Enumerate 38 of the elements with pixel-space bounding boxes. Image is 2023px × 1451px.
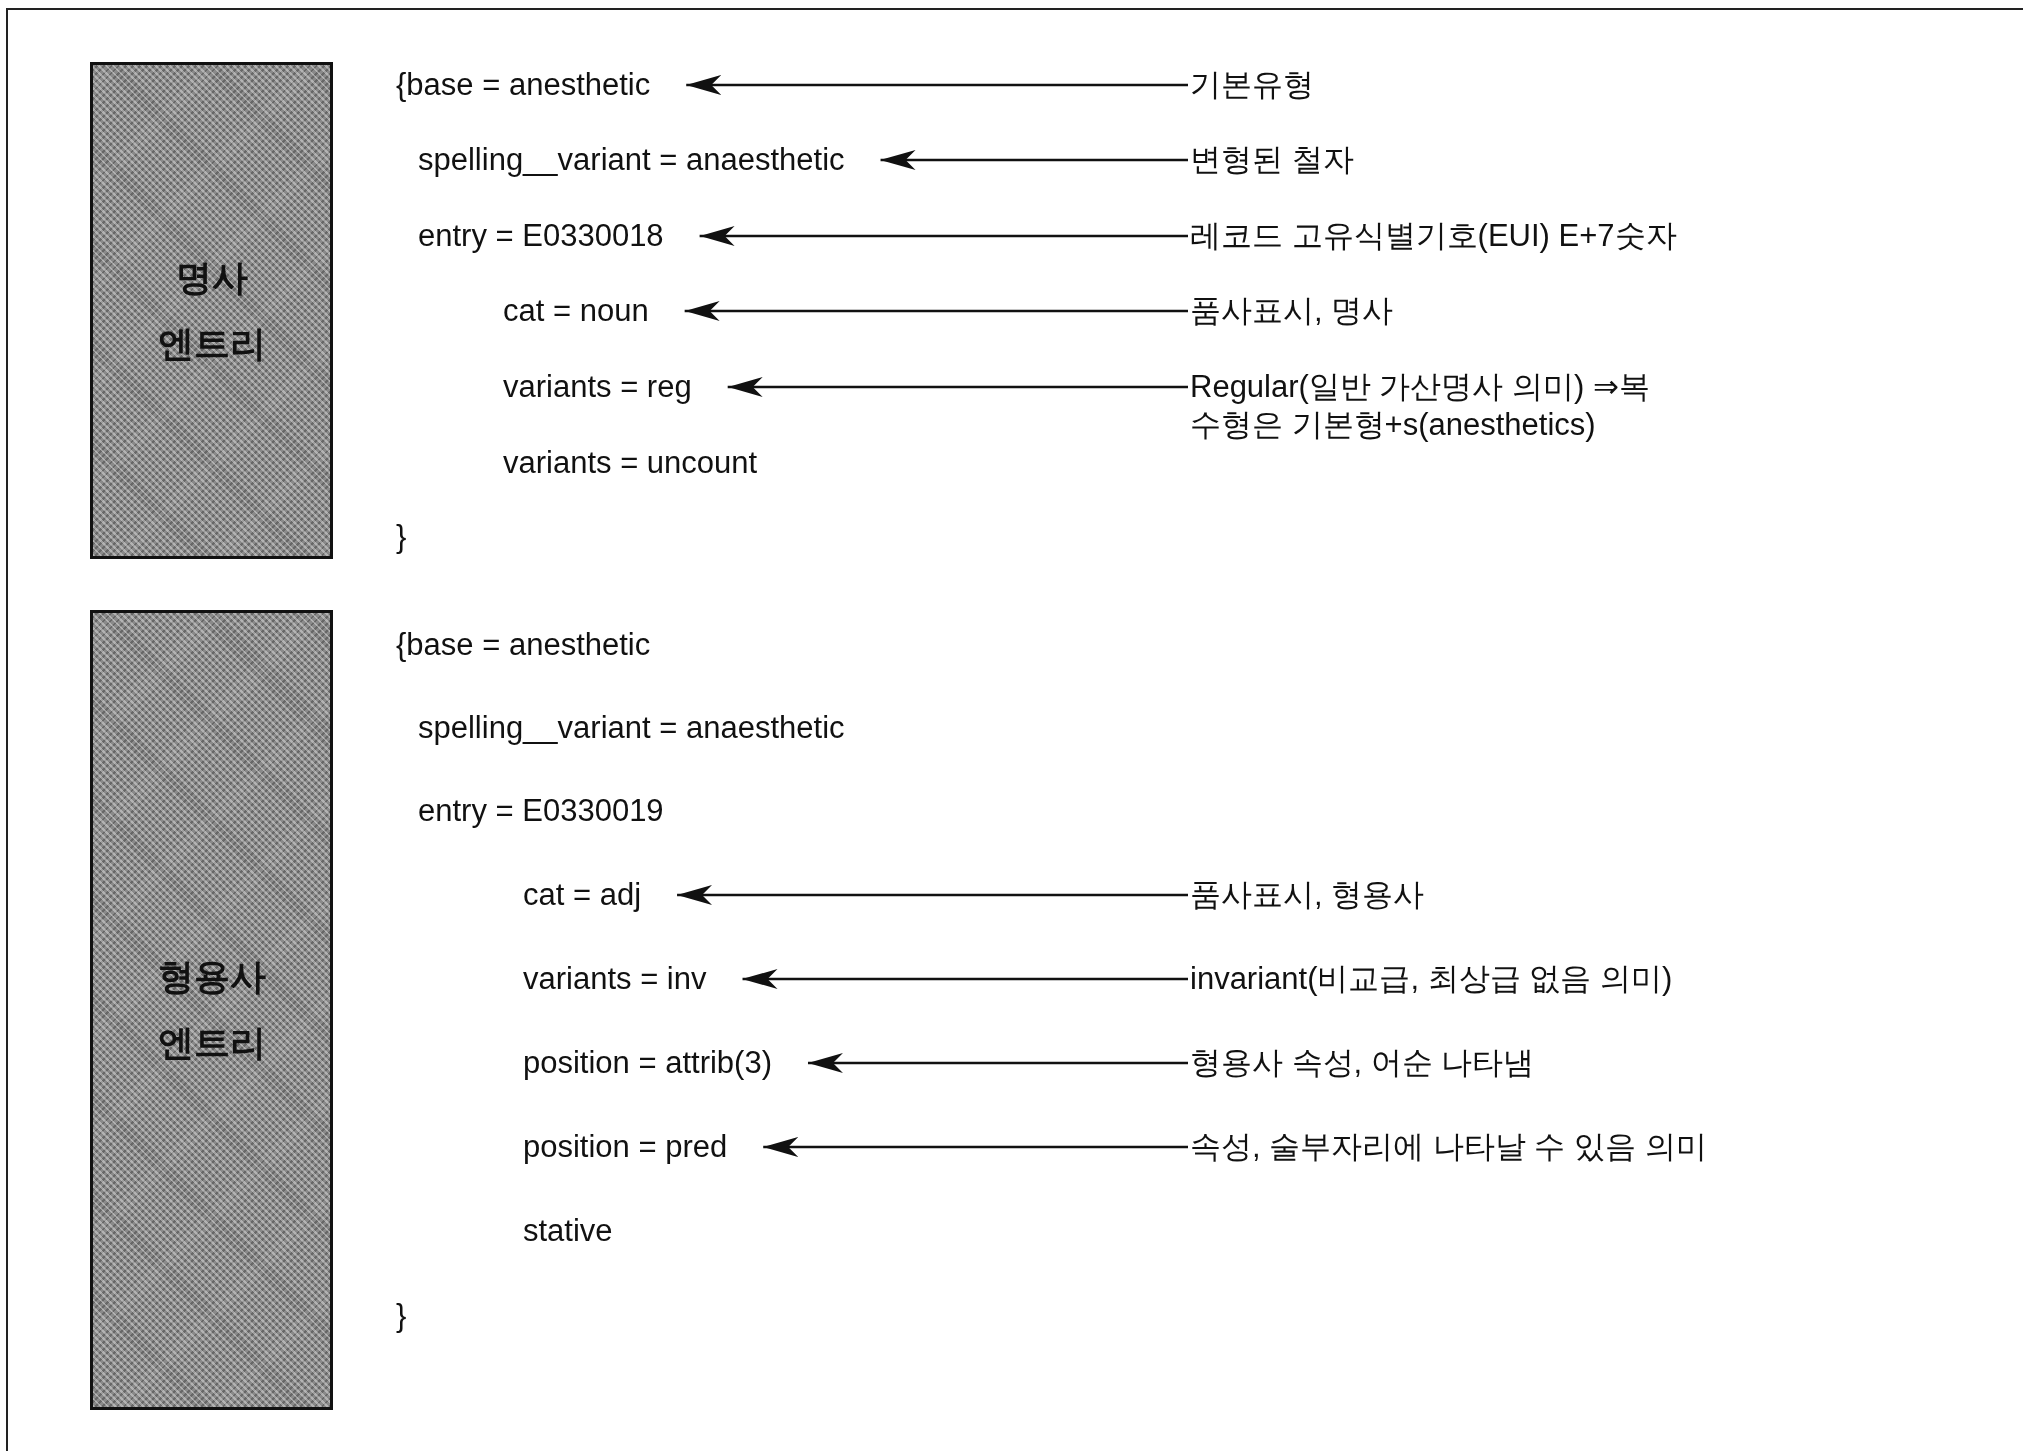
code-line: } [396, 518, 407, 556]
arrow [763, 1137, 1188, 1157]
code-line: } [396, 1297, 407, 1335]
code-line: variants = inv [523, 960, 707, 998]
arrow [684, 301, 1188, 321]
annotation-text: 품사표시, 명사 [1190, 292, 1394, 330]
arrow [699, 226, 1188, 246]
arrow [686, 75, 1188, 95]
code-line: position = pred [523, 1128, 728, 1166]
annotation-text: 기본유형 [1190, 66, 1314, 104]
code-line: spelling__variant = anaesthetic [418, 141, 845, 179]
arrow [677, 885, 1188, 905]
annotation-text: Regular(일반 가산명사 의미) ⇒복수형은 기본형+s(anesthetics) [1190, 368, 1670, 444]
code-line: {base = anesthetic [396, 66, 651, 104]
entry-panel [90, 610, 333, 1410]
annotation-text: 품사표시, 형용사 [1190, 876, 1425, 914]
annotation-text: 변형된 철자 [1190, 141, 1354, 179]
annotation-text: invariant(비교급, 최상급 없음 의미) [1190, 960, 1673, 998]
code-line: position = attrib(3) [523, 1044, 772, 1082]
arrow [808, 1053, 1188, 1073]
code-line: {base = anesthetic [396, 626, 651, 664]
annotation-text: 레코드 고유식별기호(EUI) E+7숫자 [1190, 217, 1677, 255]
code-line: variants = uncount [503, 444, 758, 482]
code-line: spelling__variant = anaesthetic [418, 709, 845, 747]
arrow [880, 150, 1188, 170]
panel-label: 형용사 엔트리 [156, 955, 267, 1065]
panel-label: 명사 엔트리 [156, 255, 267, 366]
code-line: cat = adj [523, 876, 642, 914]
code-line: entry = E0330019 [418, 792, 664, 830]
annotation-text: 형용사 속성, 어순 나타냄 [1190, 1044, 1535, 1082]
code-line: entry = E0330018 [418, 217, 664, 255]
arrow [727, 377, 1188, 397]
code-line: stative [523, 1212, 613, 1250]
code-line: cat = noun [503, 292, 649, 330]
annotation-text: 속성, 술부자리에 나타날 수 있음 의미 [1190, 1128, 1707, 1166]
code-line: variants = reg [503, 368, 692, 406]
entry-panel [90, 62, 333, 559]
arrow [742, 969, 1188, 989]
